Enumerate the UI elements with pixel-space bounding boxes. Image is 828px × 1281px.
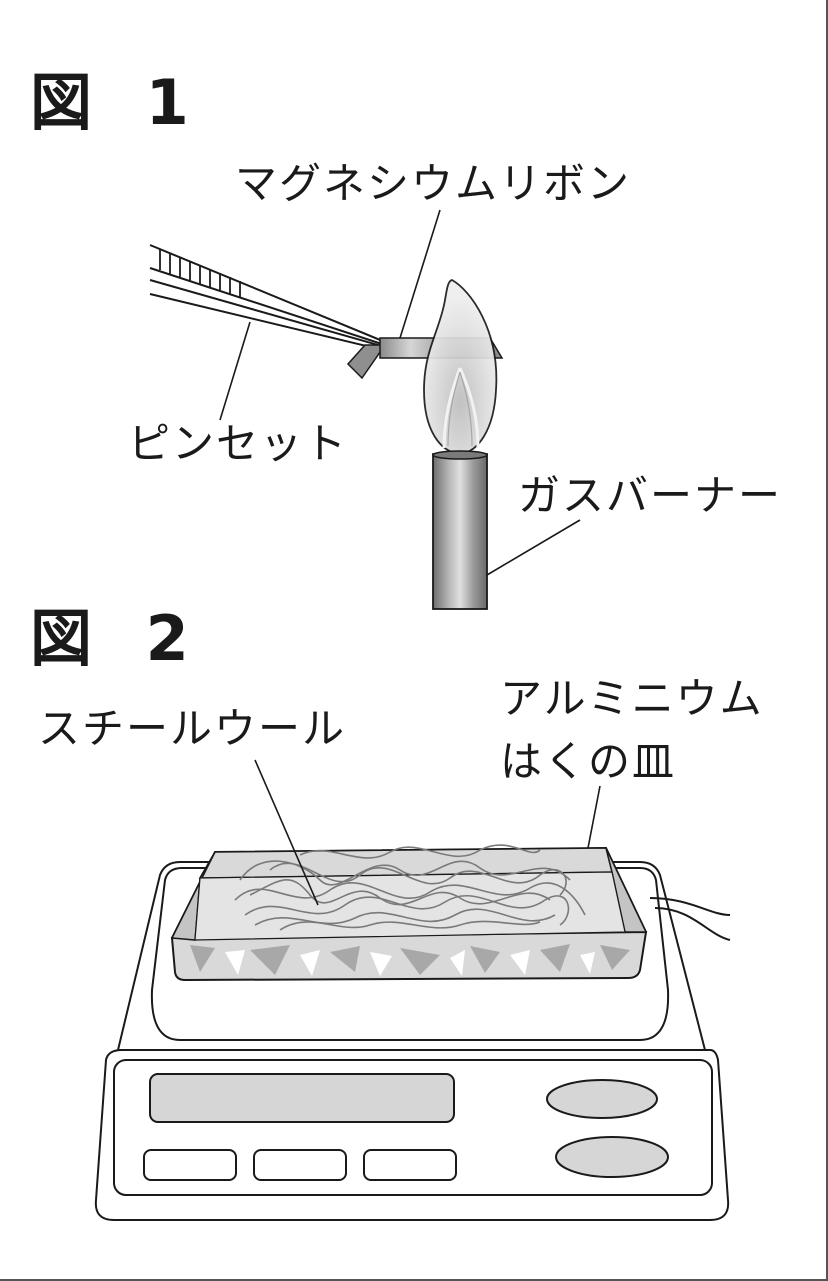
figure-2-title: 図 2 (30, 602, 205, 675)
tweezers-label: ピンセット (128, 419, 349, 468)
scale-button-2 (253, 1149, 347, 1181)
tweezers-icon (149, 244, 386, 421)
figure-1-title: 図 1 (30, 66, 205, 139)
round-button-top (546, 1079, 658, 1119)
gas-burner-label: ガスバーナー (518, 471, 783, 520)
magnesium-ribbon-label: マグネシウムリボン (235, 159, 632, 208)
steel-wool-icon (234, 844, 586, 931)
flame-icon (423, 279, 498, 455)
scale-button-3 (363, 1149, 457, 1181)
display-screen (149, 1073, 455, 1123)
aluminum-foil-dish-icon (170, 846, 648, 982)
steel-wool-label: スチールウール (38, 704, 347, 753)
round-button-bottom (555, 1136, 669, 1178)
aluminum-foil-dish-label-line1: アルミニウム (500, 674, 764, 723)
gas-burner-icon (432, 450, 581, 610)
aluminum-foil-dish-label-line2: はくの皿 (500, 737, 677, 786)
scale-button-1 (143, 1149, 237, 1181)
